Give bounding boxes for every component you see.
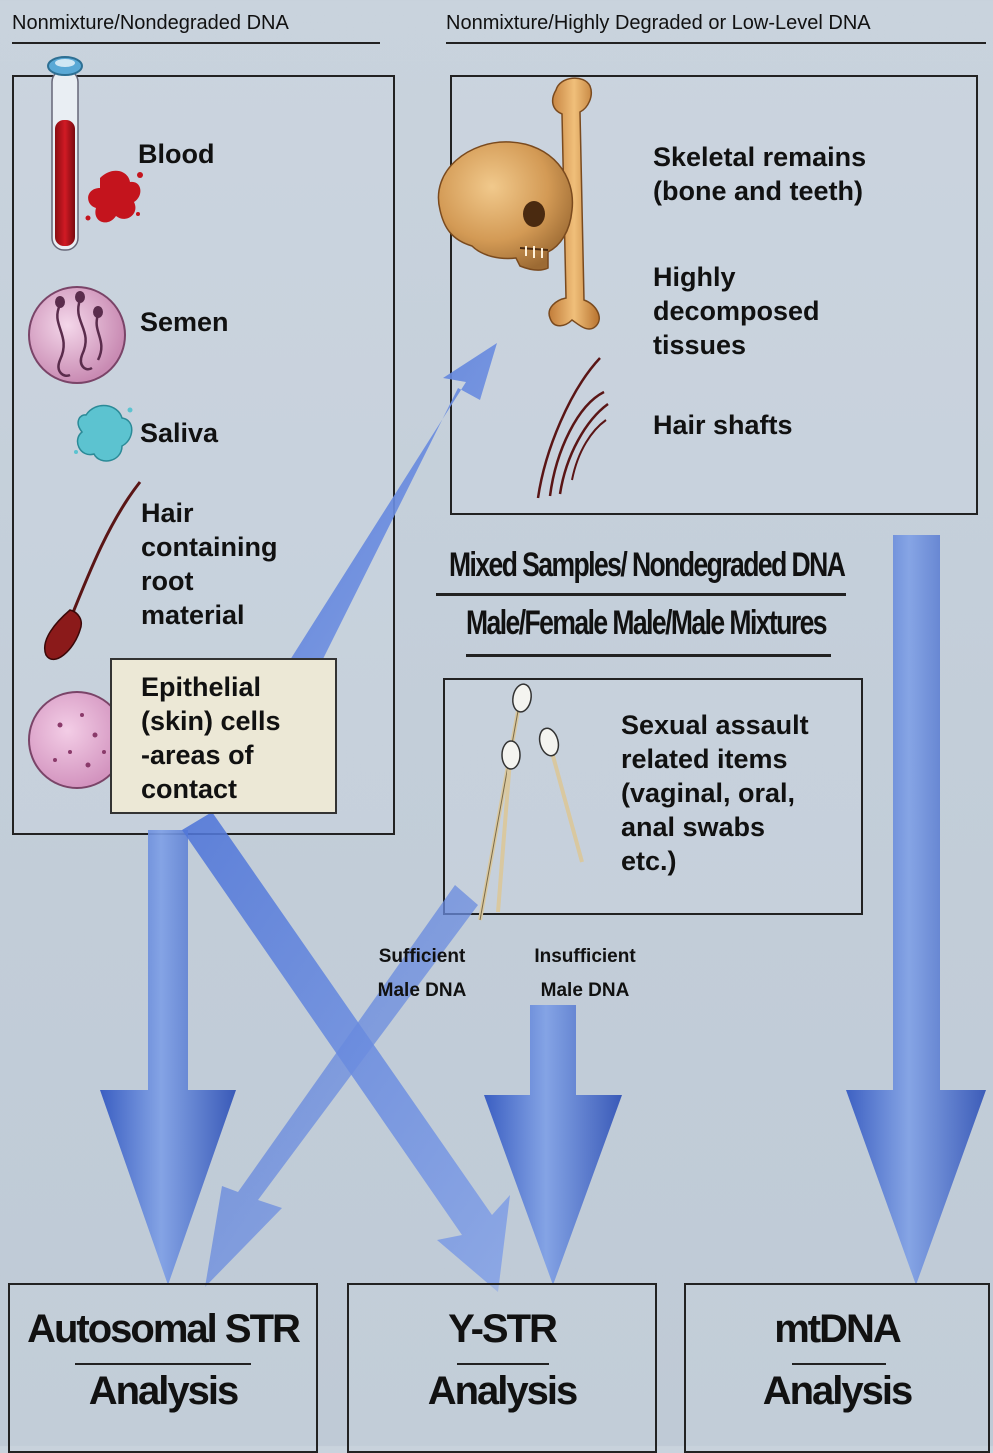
label-epithelial: Epithelial (skin) cells -areas of contac… [141,670,281,806]
label-skeletal-remains: Skeletal remains (bone and teeth) [653,140,866,208]
semen-icon [29,287,125,383]
y-str-analysis-box: Y-STR Analysis [347,1283,657,1453]
label-assault-line: related items [621,742,809,776]
label-epithelial-line: -areas of [141,738,281,772]
swabs-icon [480,683,582,920]
label-skeletal-line: (bone and teeth) [653,174,866,208]
y-str-divider [457,1363,549,1365]
label-decomposed-tissues: Highly decomposed tissues [653,260,820,362]
mixed-title-divider [436,593,846,596]
mixed-samples-title: Mixed Samples/ Nondegraded DNA [449,546,844,585]
label-assault-line: anal swabs [621,810,809,844]
arrow-to-autosomal [100,830,236,1285]
arrow-to-mtdna [846,535,986,1285]
label-decomposed-line: tissues [653,328,820,362]
label-decomposed-line: decomposed [653,294,820,328]
label-insufficient-line: Male DNA [510,974,660,1008]
label-insufficient-line: Insufficient [510,940,660,974]
label-sufficient-male-dna: Sufficient Male DNA [352,940,492,1008]
y-str-title: Y-STR [349,1307,655,1352]
label-epithelial-line: Epithelial [141,670,281,704]
skull-icon [438,142,572,270]
label-hair-line: root [141,564,278,598]
label-hair-root: Hair containing root material [141,496,278,632]
label-sexual-assault-items: Sexual assault related items (vaginal, o… [621,708,809,878]
label-sufficient-line: Male DNA [352,974,492,1008]
label-saliva: Saliva [140,416,218,450]
y-str-subtitle: Analysis [349,1369,655,1414]
saliva-icon [74,405,133,461]
arrow-insufficient-to-ystr [484,1005,622,1285]
autosomal-str-subtitle: Analysis [10,1369,316,1414]
label-blood: Blood [138,137,214,171]
blood-tube-icon [48,57,82,250]
label-assault-line: Sexual assault [621,708,809,742]
blood-splatter-icon [86,171,144,223]
label-epithelial-line: contact [141,772,281,806]
mixture-types-title: Male/Female Male/Male Mixtures [466,604,826,643]
hair-shafts-icon [538,358,608,498]
label-epithelial-line: (skin) cells [141,704,281,738]
label-hair-line: containing [141,530,278,564]
autosomal-str-divider [75,1363,251,1365]
label-hair-line: Hair [141,496,278,530]
label-decomposed-line: Highly [653,260,820,294]
autosomal-str-analysis-box: Autosomal STR Analysis [8,1283,318,1453]
mixture-types-underline [466,654,831,657]
label-assault-line: (vaginal, oral, [621,776,809,810]
mtdna-analysis-box: mtDNA Analysis [684,1283,990,1453]
mtdna-divider [792,1363,886,1365]
label-insufficient-male-dna: Insufficient Male DNA [510,940,660,1008]
label-hair-shafts: Hair shafts [653,408,793,442]
autosomal-str-title: Autosomal STR [10,1307,316,1352]
mtdna-title: mtDNA [686,1307,988,1352]
label-sufficient-line: Sufficient [352,940,492,974]
label-skeletal-line: Skeletal remains [653,140,866,174]
hair-root-icon [45,482,140,659]
label-hair-line: material [141,598,278,632]
mtdna-subtitle: Analysis [686,1369,988,1414]
label-semen: Semen [140,305,229,339]
label-assault-line: etc.) [621,844,809,878]
